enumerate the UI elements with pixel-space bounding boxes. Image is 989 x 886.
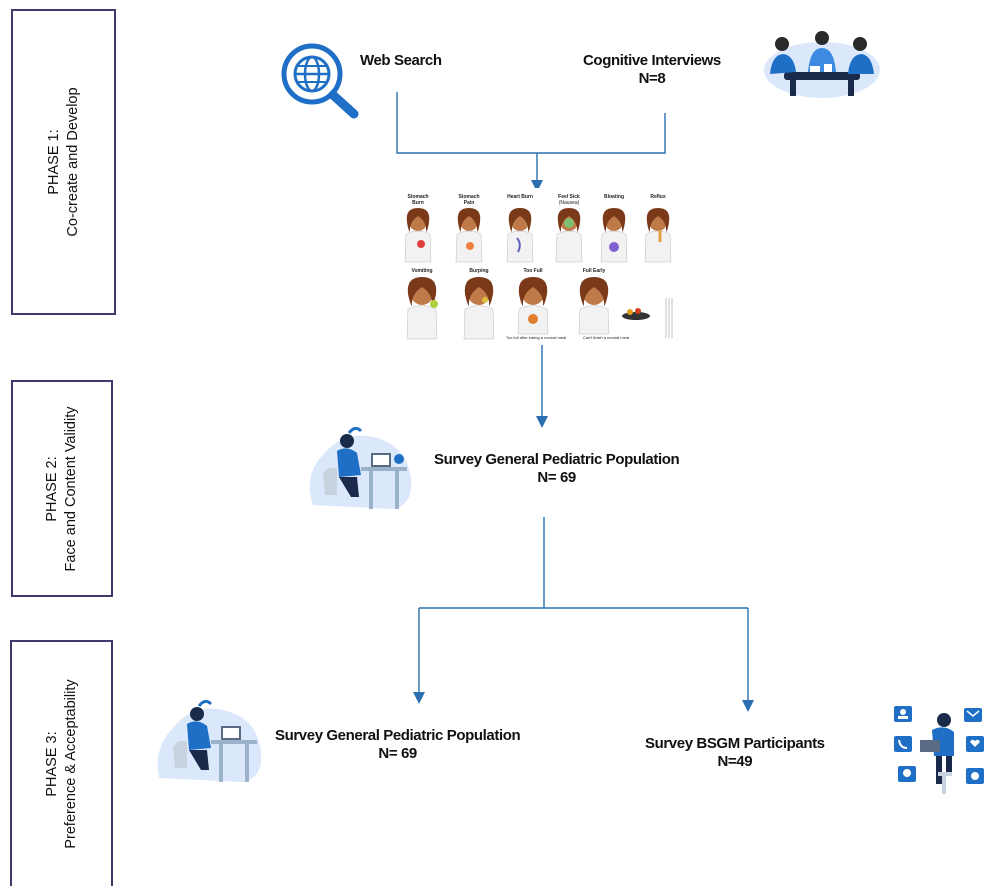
connector-interviews [537, 113, 666, 154]
group-meeting-icon [764, 31, 880, 98]
phase-2-box: PHASE 2: Face and Content Validity [11, 380, 113, 597]
symptom-label: Reflux [650, 194, 666, 200]
web-search-node: Web Search [360, 52, 442, 70]
survey-bsgm-title: Survey BSGM Participants [645, 735, 825, 752]
cognitive-interviews-title: Cognitive Interviews [583, 52, 721, 69]
laptop-user-icon [309, 426, 412, 509]
contact-network-icon [894, 706, 984, 794]
laptop-user-icon [157, 699, 262, 782]
survey-bsgm-count: N=49 [717, 753, 753, 770]
survey-phase2-title: Survey General Pediatric Population [434, 451, 680, 468]
phase-3-box: PHASE 3: Preference & Acceptability [10, 640, 113, 886]
survey-phase2-node: Survey General Pediatric Population N= 6… [434, 451, 680, 487]
cognitive-interviews-node: Cognitive Interviews N=8 [583, 52, 721, 88]
cognitive-interviews-count: N=8 [638, 70, 666, 87]
symptom-chart: Stomach Burn Stomach Pain Heart Burn Fee… [396, 188, 686, 345]
survey-bsgm-node: Survey BSGM Participants N=49 [645, 735, 825, 771]
symptom-label: Too Full [523, 268, 543, 274]
symptom-label: Burping [469, 268, 489, 274]
symptom-label: Stomach Burn [407, 194, 429, 206]
survey-phase3-general-node: Survey General Pediatric Population N= 6… [275, 727, 521, 763]
globe-search-icon [281, 43, 359, 119]
symptom-figures [404, 208, 673, 340]
symptom-label: Vomiting [411, 268, 433, 274]
connector-split [419, 517, 748, 609]
symptom-label: Stomach Pain [458, 194, 480, 206]
symptom-caption: Too full after eating a normal meal [505, 335, 567, 340]
symptom-label: Bloating [604, 194, 624, 200]
phase-1-box: PHASE 1: Co-create and Develop [11, 9, 116, 315]
symptom-label: Heart Burn [507, 194, 533, 200]
symptom-caption: Can't finish a normal meal [582, 335, 630, 340]
symptom-label: Feel Sick [558, 194, 580, 200]
survey-phase3-general-title: Survey General Pediatric Population [275, 727, 521, 744]
symptom-label: Full Early [582, 268, 606, 274]
survey-phase2-count: N= 69 [537, 469, 576, 486]
connector-web-search [396, 92, 537, 154]
symptom-sublabel: (Nausea) [558, 200, 580, 206]
survey-phase3-general-count: N= 69 [378, 745, 417, 762]
web-search-title: Web Search [360, 52, 442, 69]
